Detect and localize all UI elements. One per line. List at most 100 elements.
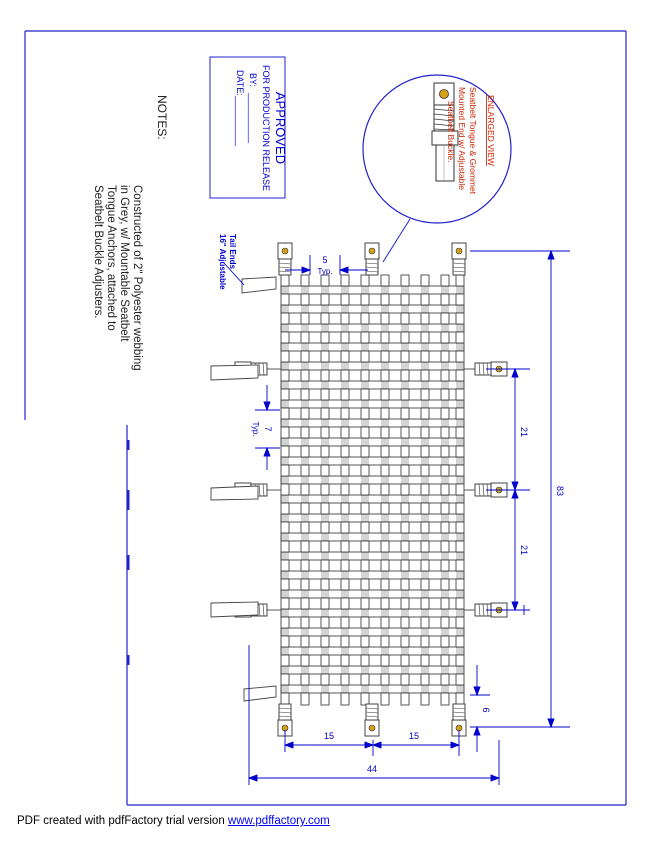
stitch-mark [401,533,409,541]
stitch-mark [421,495,429,503]
stitch-mark [401,609,409,617]
dim-7-typ: Typ. [251,421,260,436]
stitch-mark [301,362,309,370]
stitch-mark [341,286,349,294]
stitch-mark [456,400,464,408]
vertical-strap [360,274,370,706]
stitch-mark [281,590,289,598]
approval-subtitle: FOR PRODUCTION RELEASE [261,65,271,191]
horizontal-strap [280,380,465,390]
dim-44: 44 [367,764,377,774]
stitch-mark [341,514,349,522]
stitch-mark [361,343,369,351]
vertical-strap [280,274,290,706]
stitch-mark [281,514,289,522]
stitch-mark [301,495,309,503]
stitch-mark [301,514,309,522]
stitch-mark [401,457,409,465]
footer-link[interactable]: www.pdffactory.com [227,815,330,827]
horizontal-strap [280,475,465,485]
stitch-mark [441,609,449,617]
stitch-mark [421,362,429,370]
stitch-mark [361,590,369,598]
stitch-mark [401,362,409,370]
enlarged-view-circle [362,74,512,224]
tail-callout-line-1: 16" Adjustable [218,234,227,290]
stitch-mark [401,514,409,522]
stitch-mark [361,647,369,655]
stitch-mark [441,476,449,484]
stitch-mark [321,381,329,389]
dim-15-left: 15 [324,731,334,741]
stitch-mark [281,324,289,332]
stitch-mark [281,476,289,484]
stitch-mark [441,400,449,408]
stitch-mark [381,533,389,541]
stitch-mark [301,647,309,655]
stitch-mark [441,457,449,465]
stitch-mark [401,343,409,351]
stitch-mark [321,514,329,522]
net-stitch-marks [281,286,464,693]
stitch-mark [456,514,464,522]
stitch-mark [401,305,409,313]
stitch-mark [361,666,369,674]
stitch-mark [456,286,464,294]
enlarged-title: ENLARGED VIEW [486,95,496,166]
stitch-mark [381,419,389,427]
stitch-mark [441,628,449,636]
enlarged-line-2: Mounted End w/ Adjustable [457,87,467,190]
stitch-mark [361,685,369,693]
notes-heading: NOTES: [155,95,169,140]
stitch-mark [381,609,389,617]
stitch-mark [441,419,449,427]
pdf-footer: PDF created with pdfFactory trial versio… [17,815,330,827]
stitch-mark [421,666,429,674]
cargo-net [280,274,465,706]
stitch-mark [281,685,289,693]
stitch-mark [361,438,369,446]
stitch-mark [321,495,329,503]
horizontal-strap [280,513,465,523]
stitch-mark [456,628,464,636]
stitch-mark [421,533,429,541]
stitch-mark [361,457,369,465]
stitch-mark [321,324,329,332]
horizontal-strap [280,608,465,618]
enlarged-leader [382,218,411,263]
seatbelt-anchor [364,242,380,276]
seatbelt-anchor [364,703,380,737]
stitch-mark [321,286,329,294]
stitch-mark [341,362,349,370]
stitch-mark [421,647,429,655]
stitch-mark [401,552,409,560]
stitch-mark [361,362,369,370]
horizontal-strap [280,323,465,333]
stitch-mark [401,685,409,693]
notes-line-4: Seatbelt Buckle Adjusters. [92,185,104,319]
seatbelt-anchor [451,242,467,276]
stitch-mark [456,685,464,693]
sheet-border [24,30,627,806]
vertical-strap [400,274,410,706]
stitch-mark [321,647,329,655]
stitch-mark [361,552,369,560]
stitch-mark [301,590,309,598]
approval-title: APPROVED [273,92,288,164]
stitch-mark [341,552,349,560]
horizontal-strap [280,589,465,599]
stitch-mark [361,495,369,503]
stitch-mark [441,571,449,579]
stitch-mark [401,495,409,503]
horizontal-strap [280,494,465,504]
buckle-teeth [365,262,379,273]
stitch-mark [441,438,449,446]
stitch-mark [301,533,309,541]
stitch-mark [401,647,409,655]
stitch-mark [456,495,464,503]
grommet-icon [368,247,376,255]
stitch-mark [341,571,349,579]
stitch-mark [456,590,464,598]
stitch-mark [281,400,289,408]
stitch-mark [441,666,449,674]
